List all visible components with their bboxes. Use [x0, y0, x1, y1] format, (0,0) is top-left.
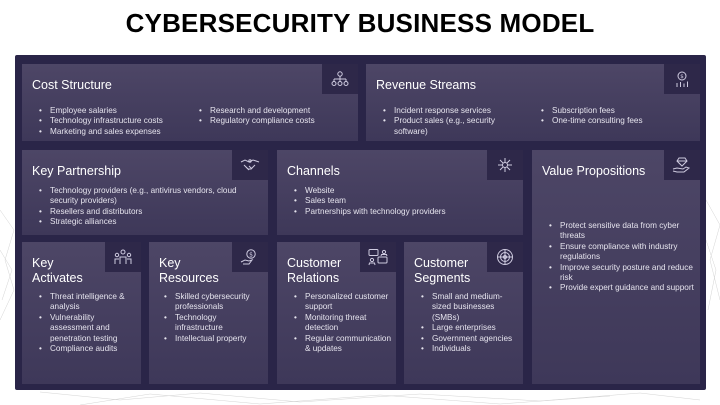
heading-line-2: Activates — [32, 271, 83, 285]
heading-line-1: Customer — [287, 256, 342, 270]
revenue-streams-list-2: Subscription fees One-time consulting fe… — [538, 106, 688, 127]
heading-line-2: Segments — [414, 271, 471, 285]
cost-structure-card: Cost Structure Employee salaries Technol… — [22, 64, 358, 141]
key-resources-card: Key Resources $ Skilled cybersecurity pr… — [149, 242, 268, 384]
channels-list: Website Sales team Partnerships with tec… — [291, 186, 511, 218]
key-partnership-heading: Key Partnership — [32, 164, 121, 178]
list-item: Intellectual property — [161, 334, 265, 345]
business-model-board: Cost Structure Employee salaries Technol… — [15, 55, 706, 390]
value-propositions-list: Protect sensitive data from cyber threat… — [546, 221, 696, 294]
cost-structure-heading: Cost Structure — [32, 78, 112, 92]
list-item: Threat intelligence & analysis — [36, 292, 138, 313]
chat-users-icon — [360, 242, 396, 272]
svg-text:$: $ — [249, 251, 253, 258]
list-item: Monitoring threat detection — [291, 313, 393, 334]
list-item: Regulatory compliance costs — [196, 116, 356, 127]
heading-line-1: Key — [32, 256, 54, 270]
list-item: Improve security posture and reduce risk — [546, 263, 696, 284]
key-partnership-list: Technology providers (e.g., antivirus ve… — [36, 186, 256, 228]
customer-relations-list: Personalized customer support Monitoring… — [291, 292, 393, 354]
list-item: Large enterprises — [418, 323, 520, 334]
page-title: CYBERSECURITY BUSINESS MODEL — [125, 8, 595, 38]
heading-line-1: Key — [159, 256, 181, 270]
list-item: Regular communication & updates — [291, 334, 393, 355]
key-activates-heading: Key Activates — [32, 256, 83, 286]
customer-relations-heading: Customer Relations — [287, 256, 341, 286]
svg-text:$: $ — [680, 74, 684, 80]
target-icon — [487, 242, 523, 272]
list-item: Individuals — [418, 344, 520, 355]
team-icon — [105, 242, 141, 272]
list-item: Sales team — [291, 196, 511, 207]
list-item: Strategic alliances — [36, 217, 256, 228]
hub-icon — [487, 150, 523, 180]
list-item: Protect sensitive data from cyber threat… — [546, 221, 696, 242]
channels-heading: Channels — [287, 164, 340, 178]
hand-diamond-icon — [664, 150, 700, 180]
cost-structure-list-2: Research and development Regulatory comp… — [196, 106, 356, 127]
heading-line-2: Resources — [159, 271, 219, 285]
customer-segments-list: Small and medium-sized businesses (SMBs)… — [418, 292, 520, 355]
list-item: Vulnerability assessment and penetration… — [36, 313, 138, 344]
cost-structure-list-1: Employee salaries Technology infrastruct… — [36, 106, 206, 138]
list-item: Website — [291, 186, 511, 197]
list-item: Technology infrastructure — [161, 313, 265, 334]
key-activates-list: Threat intelligence & analysis Vulnerabi… — [36, 292, 138, 355]
list-item: Technology infrastructure costs — [36, 116, 206, 127]
customer-segments-card: Customer Segments Small and medium-sized… — [404, 242, 523, 384]
list-item: Compliance audits — [36, 344, 138, 355]
handshake-icon — [232, 150, 268, 180]
value-propositions-card: Value Propositions Protect sensitive dat… — [532, 150, 700, 384]
list-item: One-time consulting fees — [538, 116, 688, 127]
list-item: Marketing and sales expenses — [36, 127, 206, 138]
channels-card: Channels Website Sales team Partnerships… — [277, 150, 523, 235]
revenue-streams-list-1: Incident response services Product sales… — [380, 106, 520, 137]
list-item: Small and medium-sized businesses (SMBs) — [418, 292, 520, 323]
list-item: Resellers and distributors — [36, 207, 256, 218]
revenue-streams-card: Revenue Streams $ Incident response serv… — [366, 64, 700, 141]
list-item: Personalized customer support — [291, 292, 393, 313]
key-resources-heading: Key Resources — [159, 256, 219, 286]
key-resources-list: Skilled cybersecurity professionals Tech… — [161, 292, 265, 344]
heading-line-1: Customer — [414, 256, 469, 270]
coin-chart-icon: $ — [664, 64, 700, 94]
list-item: Research and development — [196, 106, 356, 117]
revenue-streams-heading: Revenue Streams — [376, 78, 477, 92]
customer-segments-heading: Customer Segments — [414, 256, 470, 286]
list-item: Skilled cybersecurity professionals — [161, 292, 265, 313]
list-item: Product sales (e.g., security software) — [380, 116, 520, 137]
list-item: Provide expert guidance and support — [546, 283, 696, 294]
list-item: Subscription fees — [538, 106, 688, 117]
customer-relations-card: Customer Relations Personalized customer… — [277, 242, 396, 384]
list-item: Government agencies — [418, 334, 520, 345]
key-partnership-card: Key Partnership Technology providers (e.… — [22, 150, 268, 235]
value-propositions-heading: Value Propositions — [542, 164, 646, 178]
list-item: Technology providers (e.g., antivirus ve… — [36, 186, 256, 207]
list-item: Partnerships with technology providers — [291, 207, 511, 218]
heading-line-2: Relations — [287, 271, 340, 285]
list-item: Employee salaries — [36, 106, 206, 117]
key-activates-card: Key Activates Threat intelligence & anal… — [22, 242, 141, 384]
list-item: Ensure compliance with industry regulati… — [546, 242, 696, 263]
list-item: Incident response services — [380, 106, 520, 117]
hand-dollar-icon: $ — [232, 242, 268, 272]
network-icon — [322, 64, 358, 94]
